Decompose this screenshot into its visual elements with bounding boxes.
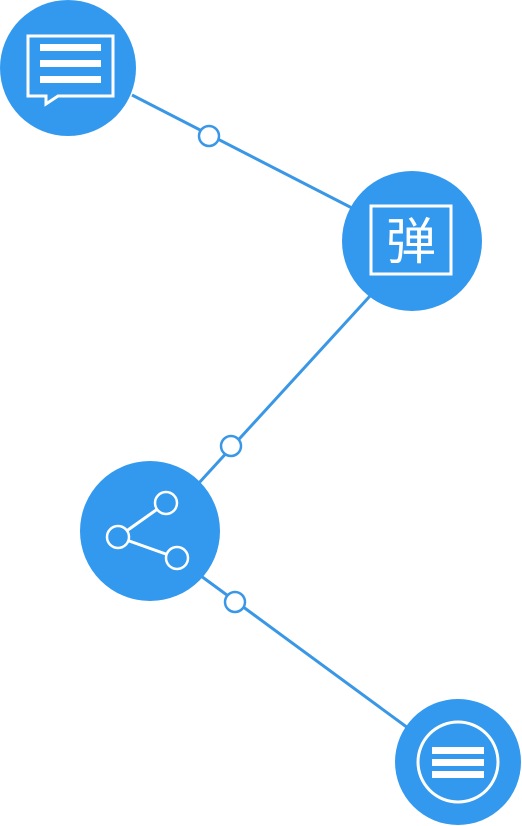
danmu-button[interactable]: 弹 [342, 171, 482, 311]
connector-line-comment-danmu [131, 93, 353, 210]
comment-icon [26, 34, 115, 107]
danmu-icon: 弹 [369, 204, 453, 276]
menu-lines-icon [416, 720, 500, 804]
connector-joint [197, 124, 221, 148]
more-menu-button[interactable] [395, 699, 521, 825]
share-icon [105, 490, 190, 571]
connector-line-danmu-share [196, 294, 372, 486]
danmu-label: 弹 [386, 213, 436, 271]
comment-button[interactable] [0, 0, 136, 136]
connector-joint [219, 434, 243, 458]
connector-joint [223, 590, 247, 614]
share-button[interactable] [80, 461, 220, 601]
